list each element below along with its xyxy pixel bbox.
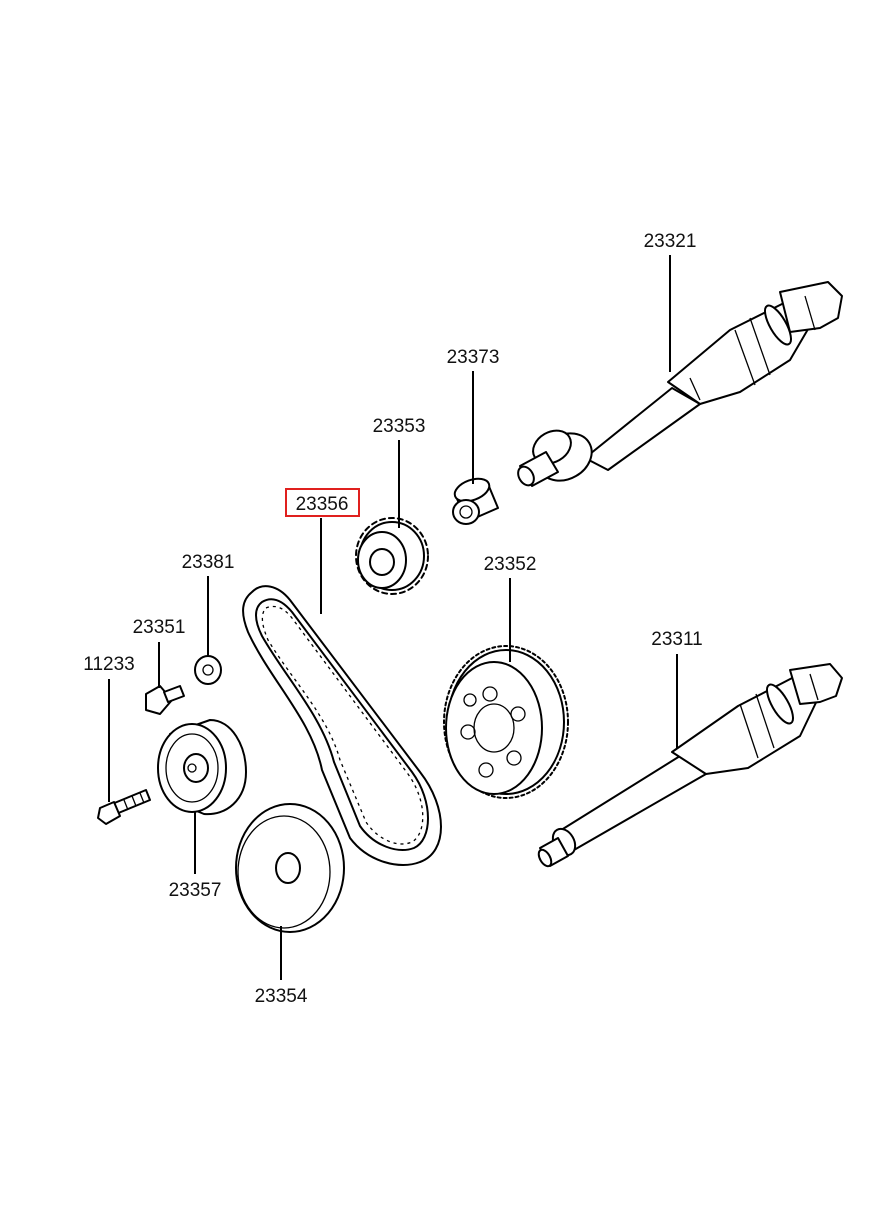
part-label-23373[interactable]: 23373	[447, 347, 500, 368]
belt-plate[interactable]	[235, 803, 345, 933]
tensioner-pulley[interactable]	[157, 719, 247, 816]
large-sprocket[interactable]	[443, 645, 569, 799]
small-sprocket[interactable]	[355, 517, 429, 595]
part-label-23353[interactable]: 23353	[373, 416, 426, 437]
part-label-23356[interactable]: 23356	[296, 494, 349, 515]
part-label-23311[interactable]: 23311	[651, 629, 702, 650]
part-label-23321[interactable]: 23321	[644, 231, 697, 252]
balance-shaft-upper[interactable]	[515, 281, 843, 490]
bush[interactable]	[452, 474, 499, 525]
balance-shaft-lower[interactable]	[536, 663, 843, 868]
part-label-23357[interactable]: 23357	[169, 880, 222, 901]
part-label-23351[interactable]: 23351	[133, 617, 186, 638]
part-label-11233[interactable]: 11233	[83, 654, 134, 675]
timing-belt[interactable]	[242, 585, 442, 866]
part-label-23381[interactable]: 23381	[182, 552, 235, 573]
bolt[interactable]	[97, 789, 151, 825]
washer[interactable]	[194, 655, 222, 685]
part-label-23352[interactable]: 23352	[484, 554, 537, 575]
part-label-23354[interactable]: 23354	[255, 986, 308, 1007]
highlight-box	[285, 488, 360, 517]
flange-bolt[interactable]	[145, 685, 185, 715]
